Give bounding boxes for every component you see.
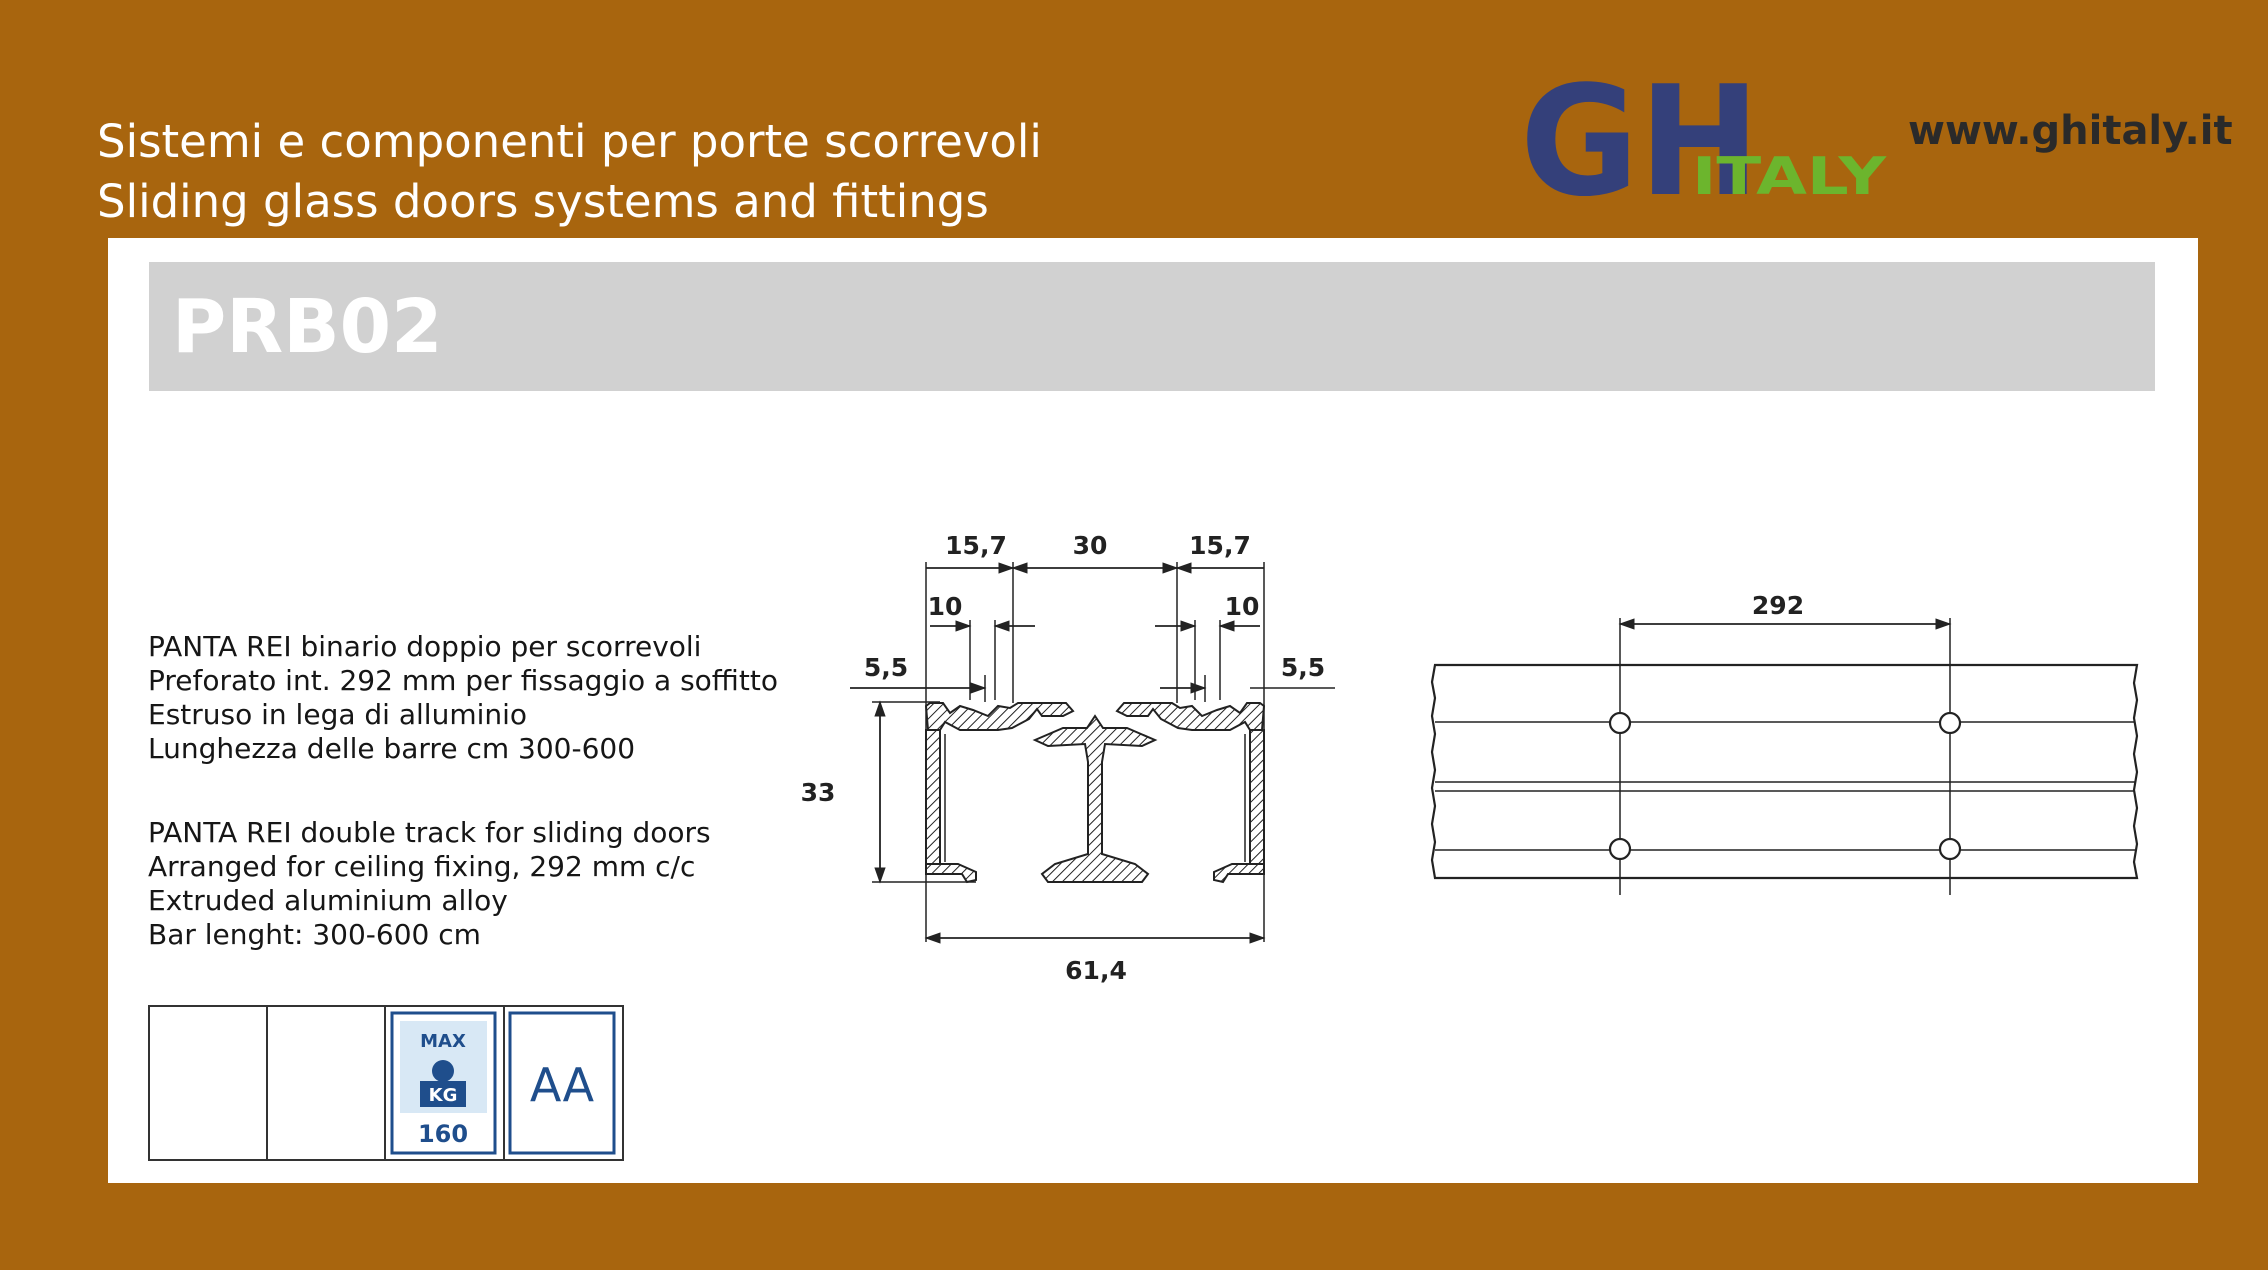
dimension-label: 33 [801, 778, 836, 807]
description-it-line: Estruso in lega di alluminio [148, 698, 528, 731]
website-link[interactable]: www.ghitaly.it [1908, 108, 2233, 154]
description-it-line: PANTA REI binario doppio per scorrevoli [148, 630, 702, 663]
header-title-italian: Sistemi e componenti per porte scorrevol… [97, 115, 1042, 168]
header-title-english: Sliding glass doors systems and fittings [97, 175, 989, 228]
kg-label: KG [429, 1085, 458, 1106]
dimension-lines [850, 562, 1266, 944]
fixing-hole [1938, 837, 1962, 861]
dimension-label: 10 [1225, 592, 1260, 621]
description-en-line: PANTA REI double track for sliding doors [148, 816, 711, 849]
description-en-line: Extruded aluminium alloy [148, 884, 508, 917]
feature-icons: MAX KG 160 AA [148, 1005, 624, 1161]
title-bar [149, 262, 2155, 391]
description-it-line: Preforato int. 292 mm per fissaggio a so… [148, 664, 778, 697]
dimension-label: 292 [1752, 591, 1804, 620]
logo-italy-text: ITALY [1692, 147, 1888, 196]
logo-gh-text: GH [1520, 66, 1760, 196]
fixing-hole [1938, 711, 1962, 735]
max-load-icon: MAX KG 160 [390, 1011, 497, 1155]
load-value: 160 [418, 1120, 468, 1148]
aa-finish-icon: AA [508, 1011, 616, 1155]
dimension-label: 30 [1073, 531, 1108, 560]
weight-icon [432, 1060, 454, 1082]
track-top-view [1430, 618, 2139, 895]
fixing-hole [1608, 837, 1632, 861]
profile-section-view [924, 702, 1266, 884]
product-code: PRB02 [172, 284, 443, 370]
dimension-label: 15,7 [945, 531, 1007, 560]
description-it-line: Lunghezza delle barre cm 300-600 [148, 732, 636, 765]
dimension-label: 61,4 [1065, 956, 1127, 985]
dimension-label: 5,5 [864, 653, 908, 682]
dimension-label: 10 [928, 592, 963, 621]
gh-italy-logo: GH ITALY [1520, 66, 1888, 196]
dimension-label: 5,5 [1281, 653, 1325, 682]
aa-label: AA [530, 1058, 595, 1112]
extension-lines [872, 562, 1335, 942]
description-en-line: Arranged for ceiling fixing, 292 mm c/c [148, 850, 696, 883]
fixing-hole [1608, 711, 1632, 735]
dimension-label: 15,7 [1189, 531, 1251, 560]
max-label: MAX [420, 1031, 466, 1052]
description-en-line: Bar lenght: 300-600 cm [148, 918, 481, 951]
technical-drawing: 15,7 30 15,7 10 10 5,5 5,5 33 61,4 292 [801, 531, 2139, 985]
